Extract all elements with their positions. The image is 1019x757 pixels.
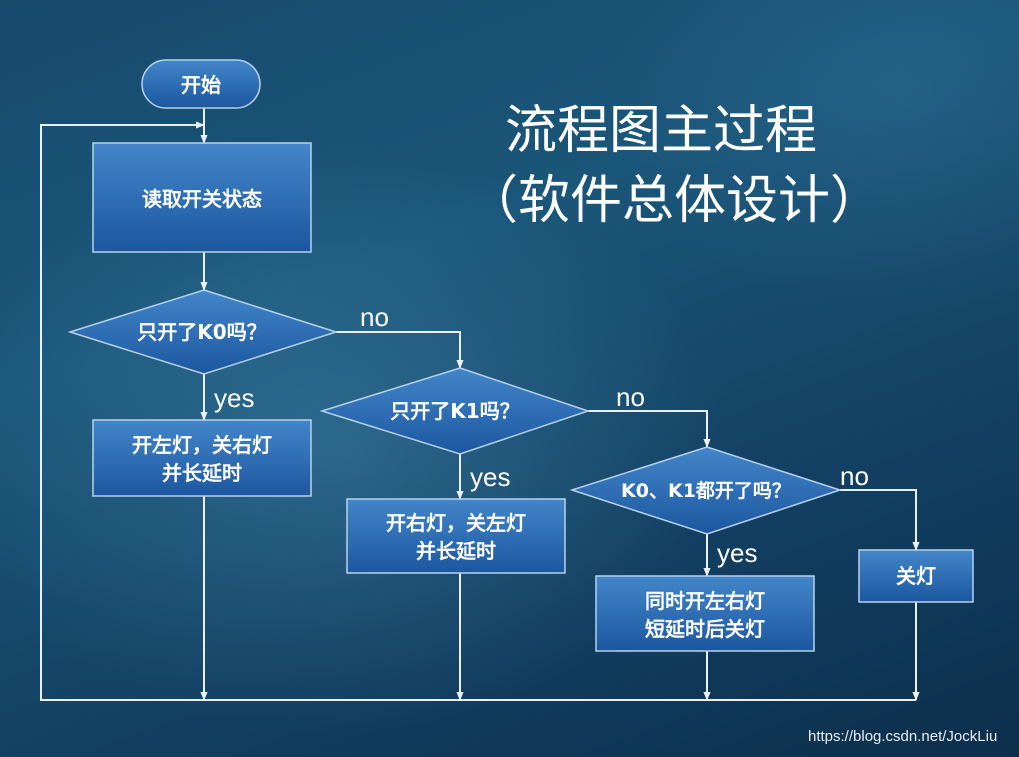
label-k1-yes: yes: [470, 462, 510, 492]
node-action-k0-line2: 并长延时: [162, 461, 242, 485]
edge-checkk1-no: [588, 410, 711, 448]
node-action-k1-line2: 并长延时: [416, 539, 496, 563]
node-action-k1-line1: 开右灯，关左灯: [386, 511, 526, 535]
node-check-k0: 只开了K0吗？: [67, 289, 339, 375]
node-check-both-label: K0、K1都开了吗？: [621, 480, 791, 502]
node-action-k1: 开右灯，关左灯 并长延时: [346, 498, 566, 574]
node-lights-off: 关灯: [858, 549, 974, 603]
label-both-no: no: [840, 461, 869, 491]
label-both-yes: yes: [717, 538, 757, 568]
node-action-both-line2: 短延时后关灯: [645, 617, 765, 641]
node-start: 开始: [141, 59, 261, 109]
label-k1-no: no: [616, 382, 645, 412]
watermark: https://blog.csdn.net/JockLiu: [808, 728, 998, 745]
label-k0-no: no: [360, 302, 389, 332]
node-start-label: 开始: [181, 73, 221, 97]
edge-checkk0-no: [336, 331, 464, 369]
edge-checkboth-no: [840, 489, 920, 551]
connectors: [40, 108, 920, 701]
node-action-k0-line1: 开左灯，关右灯: [132, 433, 272, 457]
node-check-k0-label: 只开了K0吗？: [137, 320, 266, 344]
node-action-both-line1: 同时开左右灯: [645, 589, 765, 613]
node-lights-off-label: 关灯: [896, 564, 936, 588]
node-action-k0: 开左灯，关右灯 并长延时: [92, 419, 312, 497]
title-line-1: 流程图主过程: [505, 101, 817, 161]
node-check-both: K0、K1都开了吗？: [569, 446, 843, 535]
title-line-2: （软件总体设计）: [466, 171, 882, 231]
node-read-switch-label: 读取开关状态: [142, 187, 262, 211]
node-read-switch: 读取开关状态: [92, 142, 312, 253]
node-action-both: 同时开左右灯 短延时后关灯: [595, 575, 815, 652]
label-k0-yes: yes: [214, 383, 254, 413]
node-check-k1: 只开了K1吗？: [319, 367, 591, 455]
node-check-k1-label: 只开了K1吗？: [390, 399, 519, 423]
edge-loop-back: [40, 121, 205, 701]
